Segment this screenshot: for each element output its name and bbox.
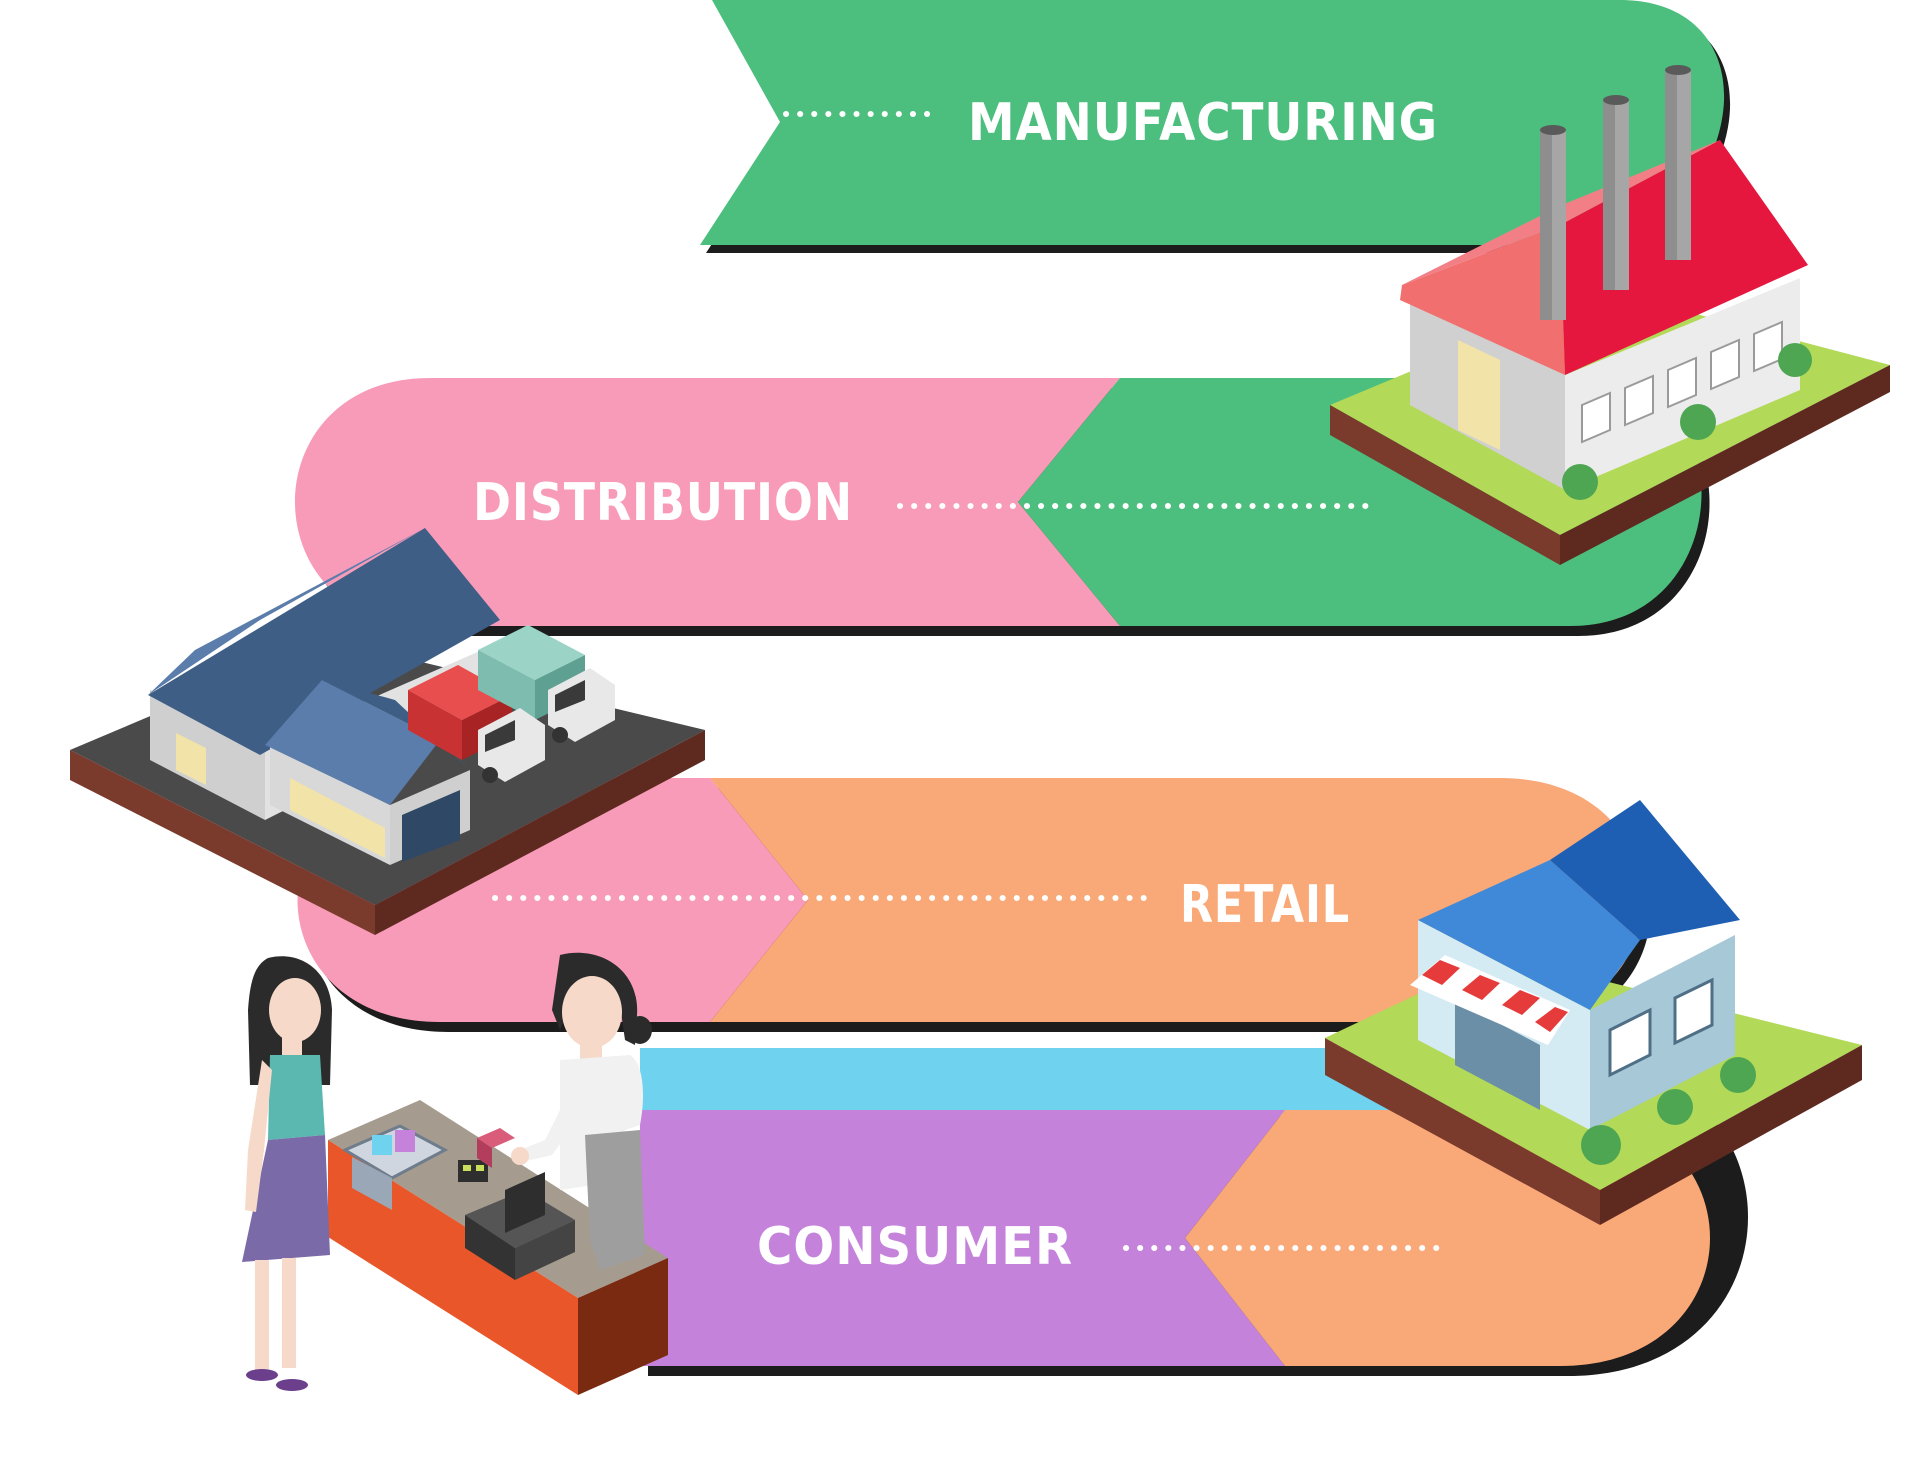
- manufacturing-band: [700, 0, 1731, 253]
- customer-figure: [242, 956, 332, 1391]
- stage-label-manufacturing: MANUFACTURING: [968, 93, 1438, 153]
- warehouse-icon: [70, 528, 705, 935]
- factory-icon: [1330, 65, 1890, 565]
- checkout-counter-icon: [242, 952, 668, 1395]
- stage-label-consumer: CONSUMER: [757, 1217, 1073, 1277]
- store-icon: [1325, 800, 1862, 1225]
- stage-label-retail: RETAIL: [1180, 875, 1350, 935]
- stage-label-distribution: DISTRIBUTION: [473, 473, 853, 533]
- cashier-figure: [511, 952, 652, 1270]
